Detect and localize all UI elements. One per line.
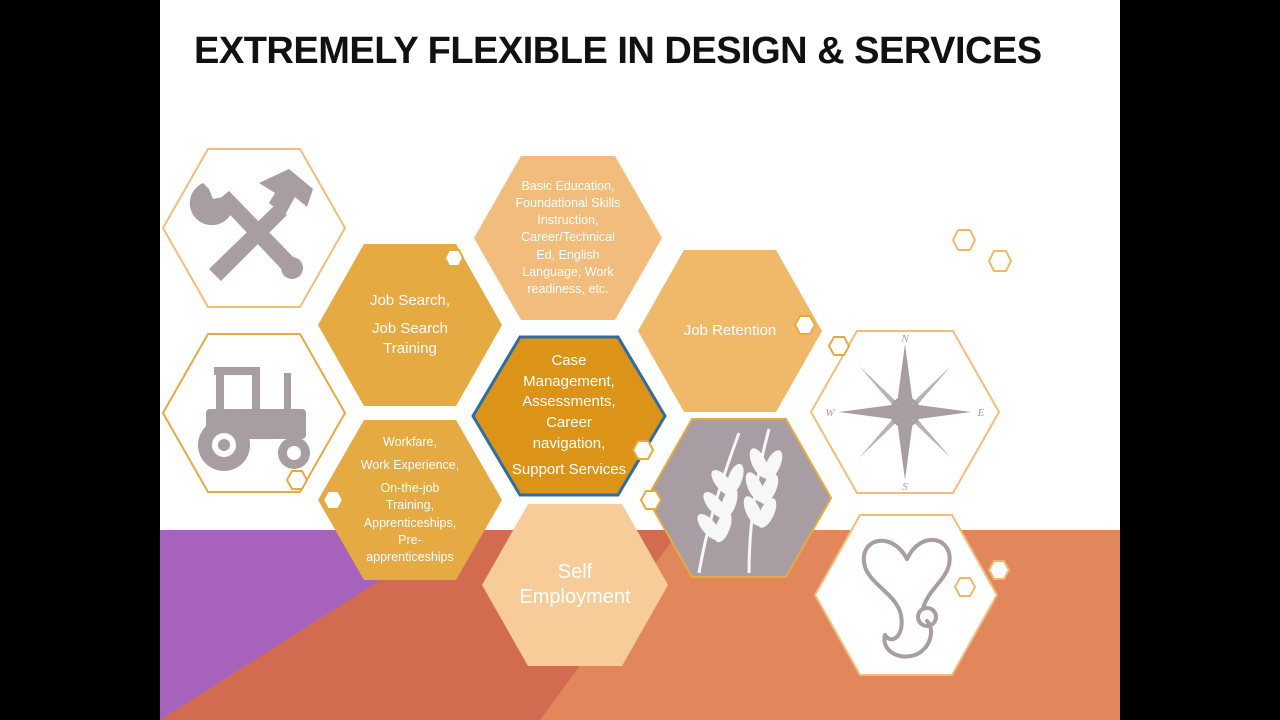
hex-line: apprenticeships xyxy=(366,550,454,565)
hex-line: Foundational Skills xyxy=(515,195,621,210)
compass-south-label: S xyxy=(902,481,908,490)
hex-line: Ed, English xyxy=(536,247,600,262)
job-search-hexagon: Job Search, Job Search Training xyxy=(318,244,502,406)
tools-hexagon xyxy=(161,148,347,308)
hex-line: Language, Work xyxy=(522,264,614,279)
hex-line: Basic Education, xyxy=(521,178,615,193)
stethoscope-icon xyxy=(861,538,952,659)
hex-line: Self xyxy=(557,561,593,583)
decorative-mini-hexagon xyxy=(953,577,977,597)
hex-line: Apprenticeships, xyxy=(363,515,457,530)
tractor-hexagon xyxy=(161,333,347,493)
hex-line: Support Services xyxy=(511,461,627,479)
decorative-mini-hexagon xyxy=(285,470,309,490)
decorative-mini-hexagon xyxy=(951,229,977,251)
compass-north-label: N xyxy=(900,334,909,345)
wrench-hammer-icon xyxy=(189,169,313,281)
hex-line: Pre- xyxy=(398,532,422,547)
decorative-mini-hexagon xyxy=(827,336,851,356)
compass-hexagon: N S E W xyxy=(809,330,1001,494)
decorative-mini-hexagon xyxy=(793,315,817,335)
hex-line: Employment xyxy=(519,586,631,608)
hex-line: Instruction, xyxy=(537,213,599,228)
compass-east-label: E xyxy=(977,407,985,419)
self-employment-hexagon: Self Employment xyxy=(482,504,668,666)
hex-line: Case xyxy=(551,351,587,369)
hex-line: Work Experience, xyxy=(360,457,460,472)
hex-line: Job Retention xyxy=(683,321,777,339)
hex-line: Job Search, xyxy=(369,291,451,309)
stethoscope-hexagon xyxy=(813,514,999,676)
hex-line: Assessments, xyxy=(522,393,616,411)
hex-line: Job Search Training xyxy=(372,319,448,358)
tractor-icon xyxy=(198,367,310,471)
hex-line: readiness, etc. xyxy=(527,282,609,297)
hex-line: Career/Technical xyxy=(521,230,615,245)
job-retention-hexagon: Job Retention xyxy=(638,250,822,412)
hex-line: Career xyxy=(546,414,592,431)
basic-education-hexagon: Basic Education, Foundational Skills Ins… xyxy=(474,156,662,320)
decorative-mini-hexagon xyxy=(987,560,1011,580)
hex-line: On-the-job xyxy=(380,481,440,496)
decorative-mini-hexagon xyxy=(987,250,1013,272)
hex-line: Workfare, xyxy=(383,434,437,449)
compass-west-label: W xyxy=(825,407,835,419)
slide-title: EXTREMELY FLEXIBLE IN DESIGN & SERVICES xyxy=(194,30,1042,72)
hex-line: navigation, xyxy=(532,434,606,452)
decorative-mini-hexagon xyxy=(443,249,465,267)
decorative-mini-hexagon xyxy=(321,490,345,510)
hex-line: Management, xyxy=(523,372,615,390)
decorative-mini-hexagon xyxy=(639,490,663,510)
compass-rose-icon: N S E W xyxy=(825,334,985,490)
wheat-icon xyxy=(697,428,783,573)
slide: EXTREMELY FLEXIBLE IN DESIGN & SERVICES xyxy=(160,0,1120,720)
case-management-hexagon: Case Management, Assessments, Career nav… xyxy=(471,335,667,497)
decorative-mini-hexagon xyxy=(631,440,655,460)
workfare-hexagon: Workfare, Work Experience, On-the-job Tr… xyxy=(318,420,502,580)
hex-line: Training, xyxy=(385,498,435,513)
wheat-hexagon xyxy=(645,418,833,578)
